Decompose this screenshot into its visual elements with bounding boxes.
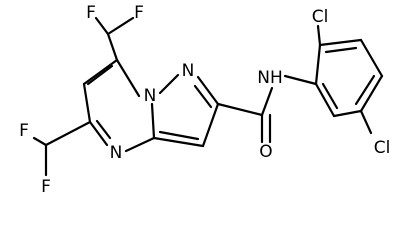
bond-c2-c3 (201, 102, 220, 148)
bond-ar2-ar3 (318, 38, 363, 47)
bond-ar4-ar5 (359, 74, 384, 113)
bond-carbonyl-nh (260, 86, 274, 117)
bond-cf-lower-up (32, 136, 48, 147)
bond-n-bridge-c7 (115, 58, 141, 98)
bond-ar2-ar3-double (324, 46, 358, 54)
atom-cl-lower: Cl (374, 138, 391, 158)
atom-n-pyrimidine: N (110, 143, 123, 163)
bond-c5-n4-double (95, 119, 112, 140)
bond-ar6-ar1-double (321, 82, 339, 110)
bond-ar3-ar4 (359, 38, 384, 78)
bond-n-c2 (196, 75, 220, 106)
bond-c3a-n-bridge (150, 102, 156, 140)
bond-c2-carbonyl (216, 102, 264, 117)
atom-f1: F (86, 3, 96, 23)
bond-c7-c6-double (86, 64, 114, 86)
bond-cf-upper-left (94, 16, 110, 36)
atom-f3: F (19, 121, 29, 141)
bond-c5-chf2 (44, 120, 92, 147)
atom-f4: F (41, 177, 51, 197)
atom-n-pyrazole: N (182, 61, 195, 81)
bond-nh-aryl (283, 74, 318, 86)
bond-c3-c3a-double (158, 130, 200, 141)
molecule-structure: F F F F N N N NH O Cl Cl (19, 3, 390, 197)
bond-ar-cl-lower (359, 109, 373, 135)
bond-c7-c6 (82, 58, 119, 86)
atom-cl-upper: Cl (312, 7, 329, 27)
bond-n-c2-double (193, 84, 213, 109)
bond-n4-c3a (124, 136, 156, 153)
atom-n-bridge: N (144, 86, 157, 106)
bond-c7-chf2 (106, 32, 119, 62)
atom-o: O (259, 142, 272, 162)
bonds (32, 16, 384, 177)
atom-nh: NH (257, 68, 283, 88)
bond-c6-c5 (82, 82, 92, 124)
bond-ar5-ar6 (332, 109, 363, 118)
bond-ar4-ar5-double (354, 74, 376, 106)
bond-ar6-ar1 (314, 82, 336, 118)
bond-c5-n4 (88, 120, 109, 147)
bond-n-bridge-n (158, 73, 180, 95)
bond-cf-upper-right (106, 16, 135, 36)
bond-c3-c3a (152, 136, 205, 148)
atom-labels: F F F F N N N NH O Cl Cl (19, 3, 390, 197)
bond-ar-cl-upper (316, 24, 322, 47)
atom-f2: F (134, 3, 144, 23)
bond-ar1-ar2 (314, 43, 322, 86)
